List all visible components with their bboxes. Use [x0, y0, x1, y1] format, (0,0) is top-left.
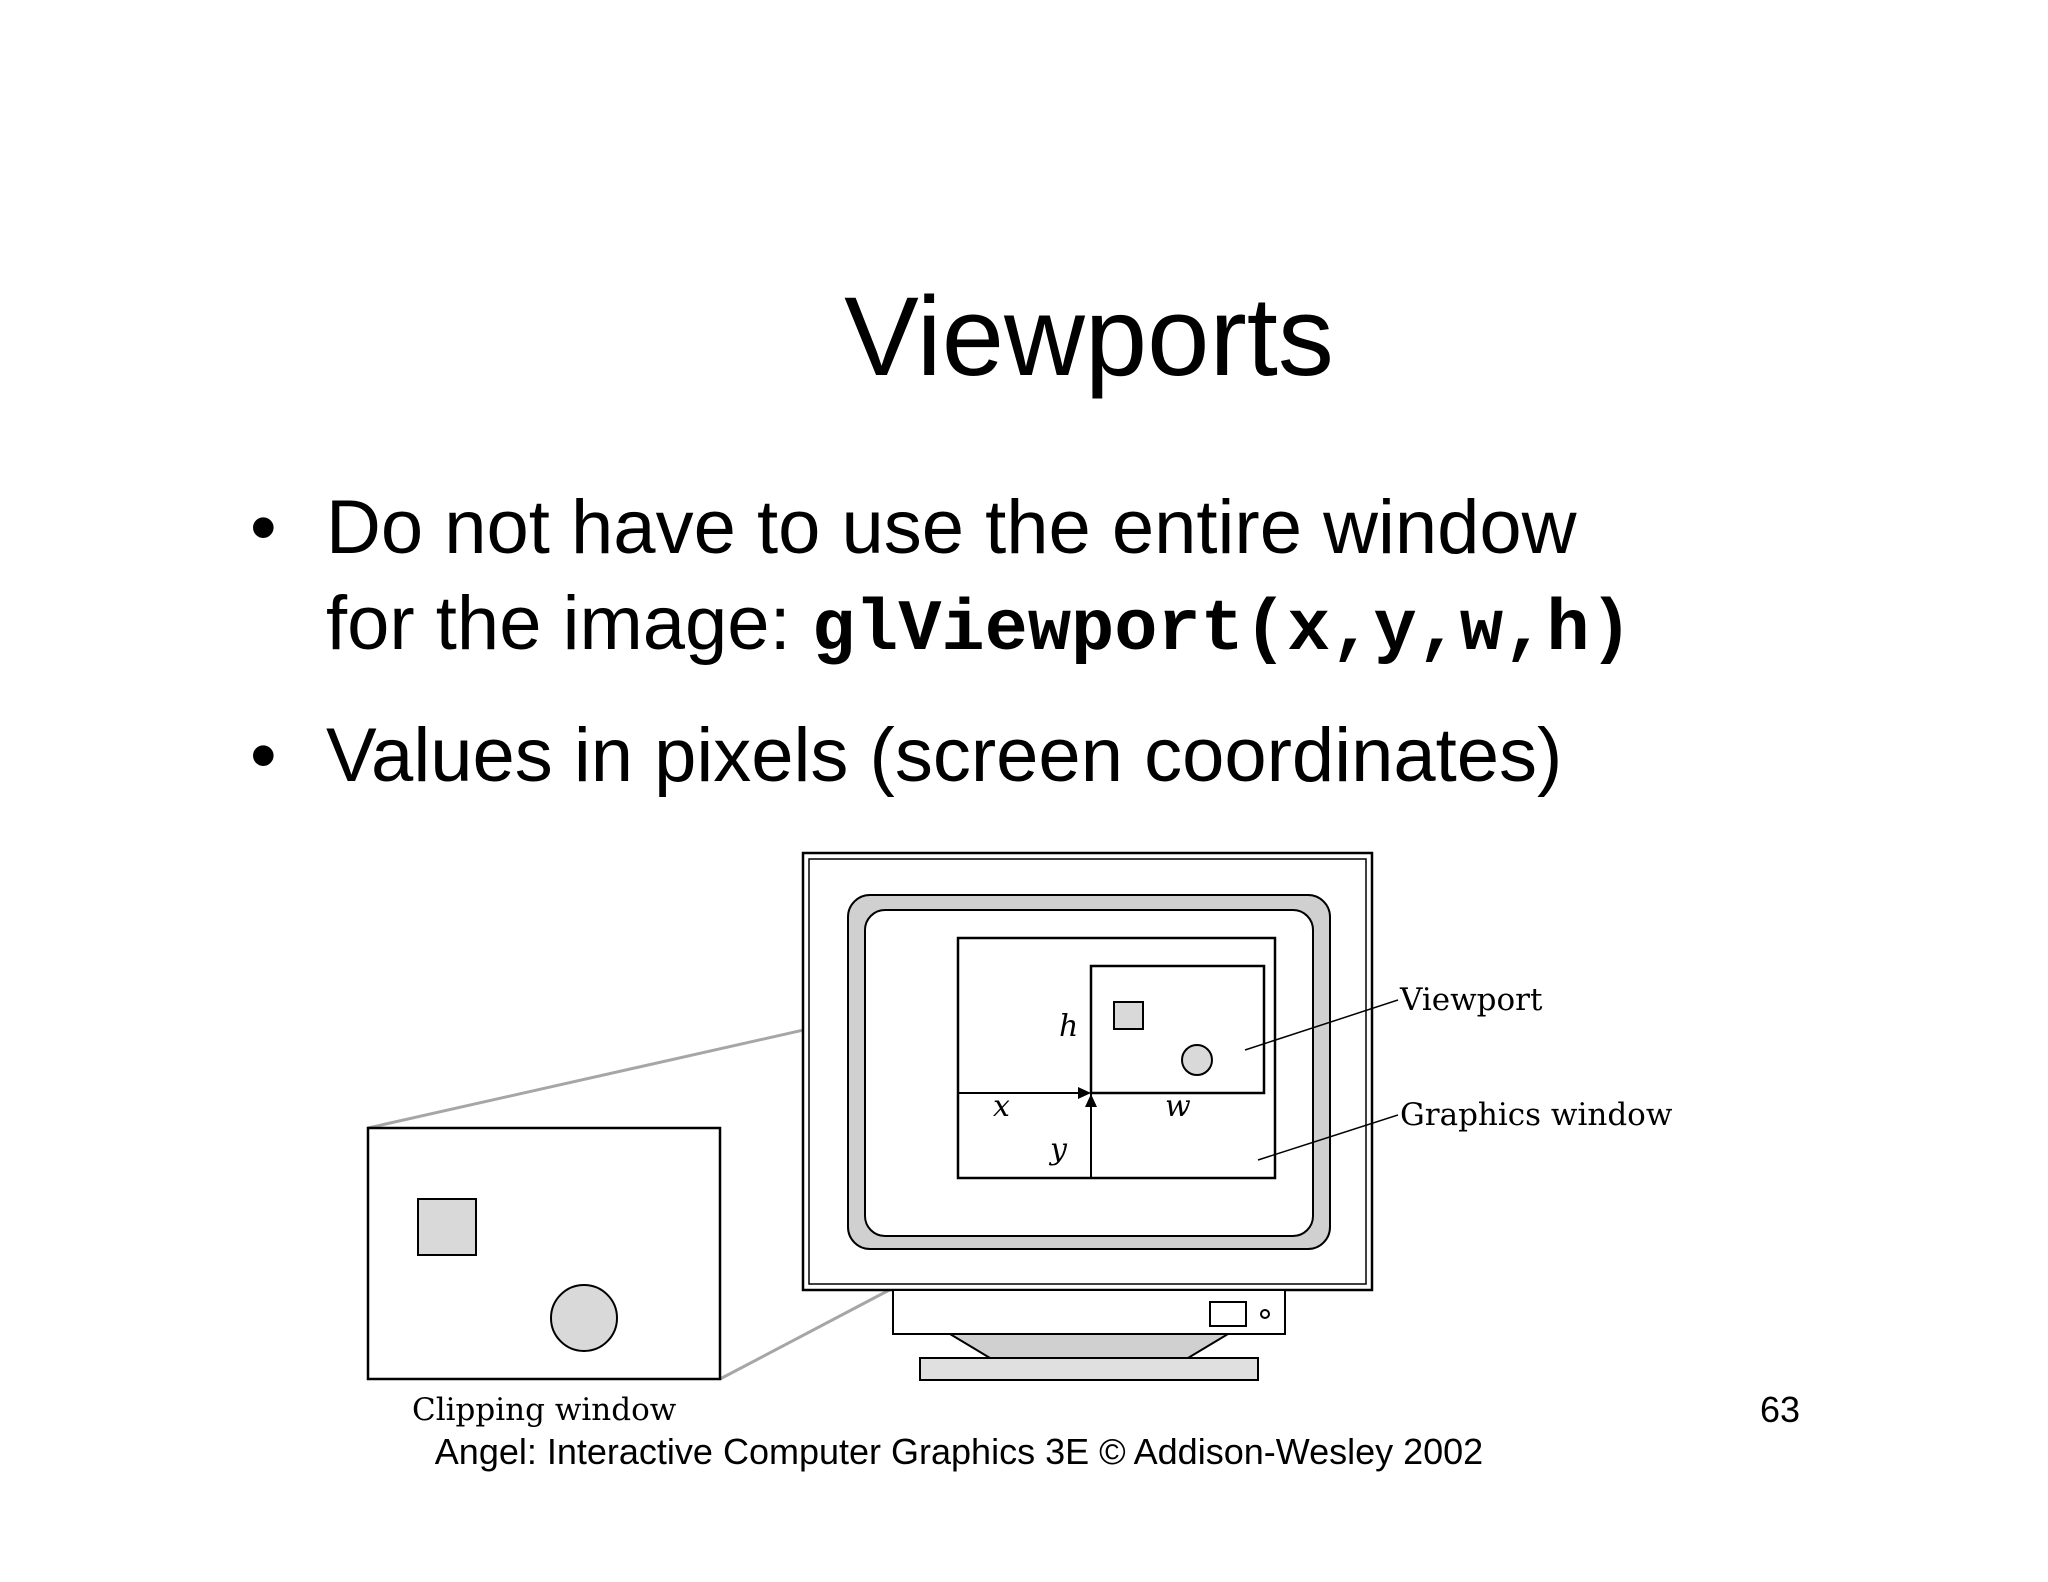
- code-snippet: glViewport(x,y,w,h): [811, 589, 1633, 671]
- graphics-window: h x w y: [956, 936, 1277, 1180]
- viewport-label: Viewport: [1399, 982, 1543, 1018]
- graphics-window-frame: [956, 936, 1277, 1180]
- clipping-window: [366, 1126, 722, 1381]
- bullet-marker: •: [250, 485, 277, 570]
- viewport-circle: [1181, 1044, 1213, 1076]
- footer-credit: Angel: Interactive Computer Graphics 3E …: [434, 1431, 1484, 1472]
- x-arrow-head: [1078, 1087, 1091, 1099]
- graphics-window-label: Graphics window: [1400, 1097, 1673, 1133]
- clipping-circle: [550, 1284, 618, 1352]
- slide-title: Viewports: [844, 274, 1334, 399]
- monitor-neck: [946, 1333, 1232, 1359]
- bullet-item: • Do not have to use the entire window f…: [250, 480, 1950, 678]
- monitor-stand: [919, 1357, 1259, 1381]
- viewport-leader: [1244, 999, 1399, 1051]
- clipping-window-label: Clipping window: [412, 1392, 677, 1428]
- bullet-list: • Do not have to use the entire window f…: [250, 480, 1950, 834]
- bullet-text-prefix: for the image:: [326, 581, 812, 666]
- bullet-marker: •: [250, 713, 277, 798]
- clipping-square: [417, 1198, 477, 1256]
- h-label: h: [1059, 1009, 1078, 1044]
- y-label: y: [1048, 1132, 1068, 1167]
- monitor-case-inner: [808, 858, 1367, 1285]
- graphics-window-leader: [1257, 1114, 1399, 1161]
- monitor-button: [1209, 1301, 1247, 1327]
- viewport-square: [1113, 1001, 1144, 1030]
- monitor-power-led: [1260, 1309, 1270, 1319]
- w-label: w: [1165, 1089, 1191, 1124]
- bullet-text-line: for the image: glViewport(x,y,w,h): [326, 576, 1950, 678]
- bullet-text-line: Do not have to use the entire window: [326, 485, 1577, 570]
- y-arrow-head: [1085, 1094, 1097, 1107]
- page-number: 63: [1760, 1389, 1801, 1430]
- x-label: x: [993, 1089, 1010, 1124]
- viewport-rect: [1089, 964, 1266, 1095]
- bullet-item: • Values in pixels (screen coordinates): [250, 708, 1950, 804]
- bullet-text-line: Values in pixels (screen coordinates): [326, 713, 1563, 798]
